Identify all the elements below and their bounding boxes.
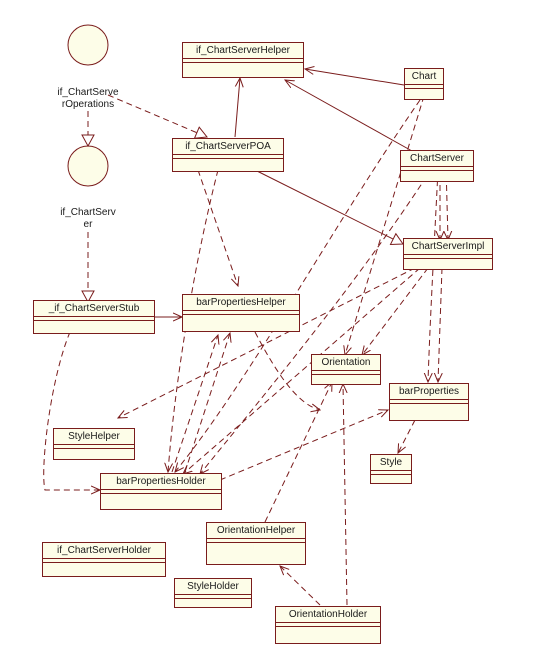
dep-orientationholder-to-orientation <box>343 384 347 606</box>
class-name: StyleHolder <box>187 581 239 592</box>
class-if-chart-server-helper[interactable]: if_ChartServerHelper <box>182 42 304 78</box>
class-chart-server-impl[interactable]: ChartServerImpl <box>403 238 493 270</box>
dep-orientationholder-to-orientationhelper <box>280 566 321 606</box>
assoc-chart-to-helper <box>305 69 405 86</box>
dep-chartserver-to-bpholder <box>200 167 433 474</box>
class-style[interactable]: Style <box>370 454 412 484</box>
class-bar-properties-helper[interactable]: barPropertiesHelper <box>182 294 300 332</box>
class-name: Style <box>379 457 403 468</box>
class-name: ChartServerImpl <box>411 241 485 252</box>
interface-ops-label: if_ChartServe rOperations <box>40 87 136 111</box>
dep-orientationhelper-to-orientation <box>264 382 332 523</box>
realize-ops-to-poa <box>107 94 208 139</box>
class-style-holder[interactable]: StyleHolder <box>174 578 252 608</box>
dep-poa-to-bphelper <box>197 169 238 286</box>
interface-ops-circle[interactable] <box>67 24 109 66</box>
dep-bpholder-to-bphelper-2 <box>171 335 218 473</box>
class-if-chart-server-stub[interactable]: _if_ChartServerStub <box>33 300 155 334</box>
class-name: _if_ChartServerStub <box>48 303 140 314</box>
assoc-chartserver-to-helper <box>285 80 413 152</box>
class-name: ChartServer <box>410 153 464 164</box>
interface-server-circle[interactable] <box>67 145 109 187</box>
dep-chartserver-to-barproperties <box>428 169 439 382</box>
assoc-poa-to-helper <box>234 78 240 138</box>
class-name: barPropertiesHolder <box>116 476 206 487</box>
generalize-poa-to-impl <box>254 169 404 245</box>
class-chart[interactable]: Chart <box>404 68 444 100</box>
class-name: if_ChartServerPOA <box>185 141 271 152</box>
class-name: StyleHelper <box>68 431 120 442</box>
dep-stub-to-bpholder <box>43 331 100 490</box>
class-name: OrientationHolder <box>288 609 368 620</box>
class-chart-server[interactable]: ChartServer <box>400 150 474 182</box>
class-if-chart-server-poa[interactable]: if_ChartServerPOA <box>172 138 284 172</box>
class-name: Chart <box>411 71 437 82</box>
dep-bphelper-to-barproperties <box>254 331 320 410</box>
interface-server-label-line1: if_ChartServ <box>60 207 116 218</box>
dep-bpholder-to-bphelper <box>184 333 230 473</box>
class-name: if_ChartServerHolder <box>57 545 151 556</box>
class-name: OrientationHelper <box>216 525 296 536</box>
interface-server-label: if_ChartServ er <box>40 207 136 231</box>
dep-impl-to-stylehelper <box>118 267 416 418</box>
dep-bpholder-to-barproperties <box>219 410 388 481</box>
class-name: Orientation <box>321 357 371 368</box>
interface-ops-label-line2: rOperations <box>61 99 115 110</box>
class-orientation-holder[interactable]: OrientationHolder <box>275 606 381 644</box>
class-bar-properties[interactable]: barProperties <box>389 383 469 421</box>
class-name: barProperties <box>398 386 460 397</box>
class-style-helper[interactable]: StyleHelper <box>53 428 135 460</box>
dep-impl-to-bpholder <box>183 267 421 474</box>
class-orientation-helper[interactable]: OrientationHelper <box>206 522 306 565</box>
dep-barproperties-to-style <box>398 419 416 453</box>
class-bar-properties-holder[interactable]: barPropertiesHolder <box>100 473 222 510</box>
dep-impl-to-barproperties <box>438 267 442 382</box>
class-name: if_ChartServerHelper <box>196 45 290 56</box>
class-name: barPropertiesHelper <box>196 297 286 308</box>
interface-server-label-line2: er <box>83 219 93 230</box>
class-orientation[interactable]: Orientation <box>311 354 381 385</box>
dep-chart-to-bpholder <box>175 99 421 472</box>
class-if-chart-server-holder[interactable]: if_ChartServerHolder <box>42 542 166 577</box>
dep-chart-to-orientation <box>345 95 425 355</box>
dep-impl-to-orientation <box>362 267 429 355</box>
interface-ops-label-line1: if_ChartServe <box>57 87 119 98</box>
